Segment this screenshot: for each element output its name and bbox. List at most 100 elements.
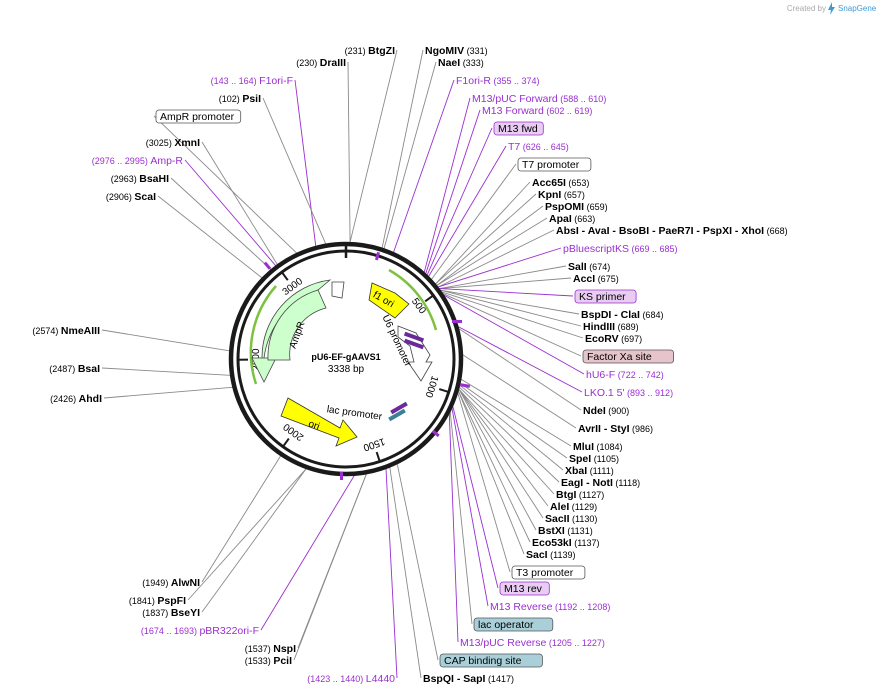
- site-label: (1674 .. 1693) pBR322ori-F: [141, 625, 259, 637]
- site-label: (2906) ScaI: [106, 191, 156, 203]
- site-label: (1949) AlwNI: [142, 577, 200, 589]
- site-label-text: F1ori-R (355 .. 374): [456, 75, 540, 87]
- scale-tick: [282, 438, 290, 448]
- site-label: (1537) NspI: [245, 643, 296, 655]
- leader-line: [449, 412, 473, 625]
- feature-label-lac-promoter: lac promoter: [326, 404, 383, 423]
- site-label: EagI - NotI (1118): [561, 477, 640, 489]
- site-label: (2976 .. 2995) Amp-R: [92, 155, 184, 167]
- site-label-text: (2906) ScaI: [106, 191, 156, 203]
- credit-prefix: Created by: [787, 4, 826, 13]
- site-label: KS primer: [574, 289, 637, 304]
- leader-line: [458, 389, 544, 519]
- site-label: CAP binding site: [439, 653, 543, 668]
- site-label: (3025) XmnI: [146, 137, 200, 149]
- site-label-text: SacI (1139): [526, 549, 575, 561]
- site-label: (2487) BsaI: [49, 363, 100, 375]
- site-label: BspDI - ClaI (684): [581, 309, 663, 321]
- leader-line: [381, 49, 424, 248]
- ori-arrow: [280, 397, 358, 447]
- leader-line: [396, 464, 439, 661]
- leader-line: [457, 393, 511, 573]
- plasmid-name: pU6-EF-gAAVS1: [311, 352, 380, 362]
- leader-line: [458, 328, 582, 411]
- site-label: BtgI (1127): [556, 489, 604, 501]
- leader-line: [443, 294, 585, 375]
- site-label-text: XbaI (1111): [565, 465, 614, 477]
- site-label-text: (143 .. 164) F1ori-F: [211, 75, 293, 87]
- site-label: AbsI - AvaI - BsoBI - PaeR7I - PspXI - X…: [556, 225, 788, 237]
- leader-line: [393, 79, 455, 253]
- leader-line: [431, 163, 517, 280]
- site-label-text: BtgI (1127): [556, 489, 604, 501]
- site-label-text: BspDI - ClaI (684): [581, 309, 663, 321]
- site-label: KpnI (657): [538, 189, 585, 201]
- site-label-text: (1841) PspFI: [129, 595, 186, 607]
- feature-marks: [263, 251, 471, 480]
- site-label-text: (2487) BsaI: [49, 363, 100, 375]
- site-label-text: T3 promoter: [516, 567, 574, 579]
- leader-line: [458, 391, 531, 543]
- site-label: (1841) PspFI: [129, 595, 186, 607]
- site-label: MluI (1084): [573, 441, 623, 453]
- site-label: NaeI (333): [438, 57, 484, 69]
- site-label: SpeI (1105): [569, 453, 619, 465]
- leader-line: [383, 61, 437, 249]
- site-label: T7 (626 .. 645): [508, 141, 569, 153]
- scale-tick: [438, 388, 450, 394]
- leader-line: [389, 467, 422, 679]
- site-label-text: KS primer: [579, 291, 626, 303]
- leader-line: [462, 354, 577, 429]
- site-label: M13 Reverse (1192 .. 1208): [490, 601, 610, 613]
- leader-line: [262, 97, 327, 244]
- site-label-text: BstXI (1131): [538, 525, 593, 537]
- site-label: EcoRV (697): [585, 333, 642, 345]
- leader-line: [101, 329, 230, 352]
- site-label: (231) BtgZI: [345, 45, 395, 57]
- credit-brand: SnapGene: [838, 4, 877, 13]
- leader-line: [423, 97, 471, 273]
- site-label: AleI (1129): [550, 501, 597, 513]
- site-label: HindIII (689): [583, 321, 639, 333]
- leader-line: [452, 406, 499, 589]
- site-label-text: EagI - NotI (1118): [561, 477, 640, 489]
- site-label: (143 .. 164) F1ori-F: [211, 75, 293, 87]
- leader-line: [440, 289, 580, 315]
- features: [249, 251, 471, 480]
- site-label-text: M13/pUC Forward (588 .. 610): [472, 93, 606, 105]
- site-label-text: CAP binding site: [444, 655, 522, 667]
- site-label-text: (2426) AhdI: [50, 393, 102, 405]
- leader-line: [442, 293, 582, 357]
- leader-line: [436, 205, 544, 286]
- site-label: pBluescriptKS (669 .. 685): [563, 243, 677, 255]
- leader-line: [294, 79, 317, 247]
- leader-line: [293, 474, 367, 661]
- leader-line: [458, 389, 537, 531]
- site-label: Eco53kI (1137): [532, 537, 600, 549]
- site-label: LKO.1 5' (893 .. 912): [584, 387, 673, 399]
- leader-line: [459, 384, 564, 471]
- backbone-outer-circle: [228, 241, 464, 477]
- site-label-text: (231) BtgZI: [345, 45, 395, 57]
- plasmid-length: 3338 bp: [328, 364, 365, 375]
- site-label-text: Acc65I (653): [532, 177, 589, 189]
- site-label: BstXI (1131): [538, 525, 593, 537]
- site-label-text: HindIII (689): [583, 321, 639, 333]
- site-label: (1423 .. 1440) L4440: [307, 673, 395, 685]
- leader-line: [201, 141, 278, 265]
- site-label-text: NdeI (900): [583, 405, 629, 417]
- feature-box: [155, 109, 242, 124]
- site-label-text: M13 rev: [504, 583, 543, 595]
- scale-tick: [375, 451, 381, 462]
- leader-line: [458, 326, 583, 393]
- site-label-text: (230) DraIII: [296, 57, 346, 69]
- site-label: ApaI (663): [549, 213, 595, 225]
- site-label-text: BspQI - SapI (1417): [423, 673, 514, 685]
- leader-line: [435, 181, 531, 285]
- leader-line: [385, 468, 398, 679]
- site-label: (1533) PciI: [245, 655, 292, 667]
- leader-line: [349, 49, 398, 243]
- site-label-text: (1533) PciI: [245, 655, 292, 667]
- site-label-text: LKO.1 5' (893 .. 912): [584, 387, 673, 399]
